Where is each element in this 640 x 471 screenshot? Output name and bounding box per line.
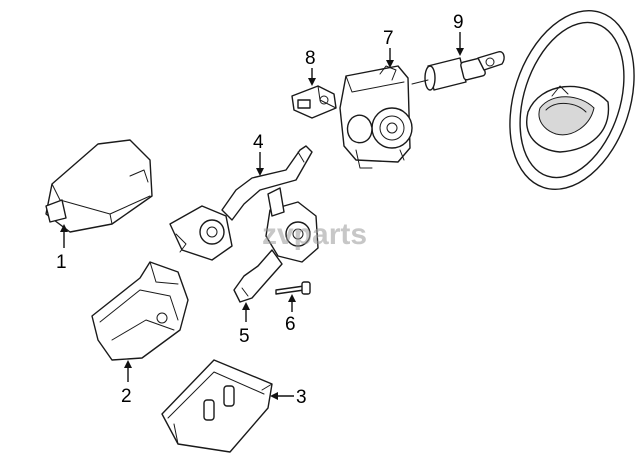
callout-5: 5 bbox=[239, 326, 250, 347]
callout-8: 8 bbox=[305, 48, 316, 69]
steering-wheel bbox=[509, 9, 635, 191]
callout-2: 2 bbox=[121, 386, 132, 407]
part-6-screw bbox=[275, 281, 311, 295]
watermark-text: zvparts bbox=[262, 218, 367, 251]
part-8-ignition-switch bbox=[291, 85, 337, 119]
callout-9: 9 bbox=[453, 12, 464, 33]
callout-3: 3 bbox=[296, 387, 307, 408]
part-5-wiper-switch bbox=[233, 187, 319, 303]
part-3-cover-panel bbox=[161, 359, 273, 453]
callout-6: 6 bbox=[285, 314, 296, 335]
part-9-lock-cylinder bbox=[411, 51, 505, 91]
part-1-upper-shroud bbox=[45, 139, 153, 233]
callout-arrows bbox=[60, 32, 464, 400]
callout-7: 7 bbox=[383, 28, 394, 49]
part-2-lower-shroud bbox=[91, 261, 189, 361]
callout-4: 4 bbox=[253, 132, 264, 153]
part-7-lock-housing bbox=[339, 65, 413, 169]
part-4-multifunction-switch bbox=[169, 145, 313, 261]
callout-1: 1 bbox=[56, 252, 67, 273]
